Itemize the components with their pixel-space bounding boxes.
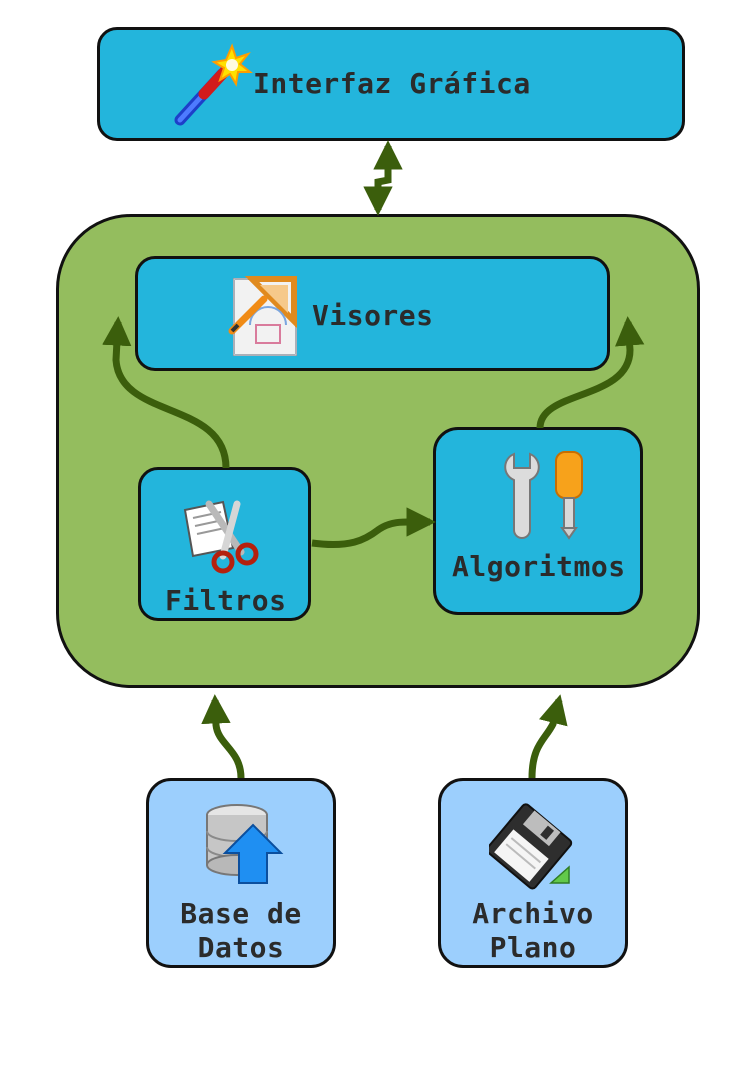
scissors-document-icon bbox=[183, 500, 259, 574]
arrow-interfaz-core bbox=[363, 140, 403, 216]
arrow-archivo-core bbox=[528, 694, 568, 779]
arrow-algoritmos-visores bbox=[536, 316, 645, 429]
filtros-label: Filtros bbox=[165, 584, 287, 617]
filtros-box: Filtros bbox=[138, 467, 311, 621]
base-de-datos-box: Base de Datos bbox=[146, 778, 336, 968]
wrench-screwdriver-icon bbox=[504, 451, 583, 540]
arrow-filtros-visores bbox=[102, 316, 230, 469]
magic-wand-icon bbox=[174, 43, 253, 126]
drafting-tools-icon bbox=[228, 276, 297, 356]
database-upload-icon bbox=[206, 804, 284, 884]
floppy-disk-icon bbox=[489, 803, 573, 890]
algoritmos-label: Algoritmos bbox=[452, 550, 626, 583]
arrow-filtros-algoritmos bbox=[311, 507, 436, 549]
base-de-datos-label-line2: Datos bbox=[197, 931, 285, 964]
algoritmos-box: Algoritmos bbox=[433, 427, 643, 615]
visores-label: Visores bbox=[312, 299, 434, 332]
interfaz-grafica-label: Interfaz Gráfica bbox=[253, 67, 531, 100]
visores-box: Visores bbox=[135, 256, 610, 371]
archivo-plano-label-line2: Plano bbox=[489, 931, 577, 964]
archivo-plano-label-line1: Archivo bbox=[472, 897, 594, 930]
interfaz-grafica-box: Interfaz Gráfica bbox=[97, 27, 685, 141]
base-de-datos-label-line1: Base de bbox=[180, 897, 302, 930]
archivo-plano-box: Archivo Plano bbox=[438, 778, 628, 968]
arrow-basedatos-core bbox=[201, 694, 245, 779]
